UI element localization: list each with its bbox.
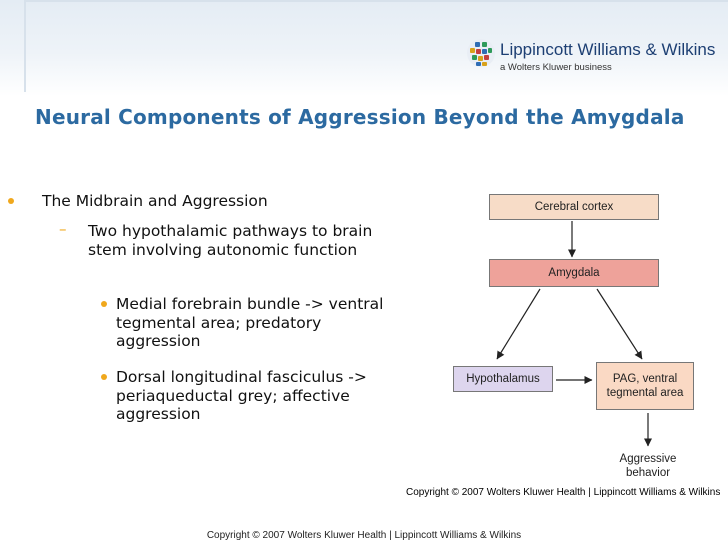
arrow-amygdala-to-hypothalamus xyxy=(496,288,541,360)
header-side-rule xyxy=(24,0,26,92)
arrow-amygdala-to-pag xyxy=(596,288,643,360)
pathway-diagram: Cerebral cortex Amygdala Hypothalamus PA… xyxy=(398,186,728,498)
hypothalamus-box: Hypothalamus xyxy=(453,366,553,392)
slide-title: Neural Components of Aggression Beyond t… xyxy=(35,105,685,129)
slide-footer: Copyright © 2007 Wolters Kluwer Health |… xyxy=(206,530,522,541)
aggressive-label-line1: Aggressive xyxy=(619,453,677,465)
header-rule xyxy=(24,0,728,2)
dash-bullet-icon: – xyxy=(59,220,67,238)
bullet-level1: The Midbrain and Aggression xyxy=(42,192,268,210)
bullet-level2: Two hypothalamic pathways to brain stem … xyxy=(88,222,373,259)
header-band xyxy=(0,0,728,96)
bullet-level3-item: Dorsal longitudinal fasciculus -> periaq… xyxy=(116,368,367,423)
pag-label-line2: tegmental area xyxy=(606,387,684,399)
amygdala-box: Amygdala xyxy=(489,259,659,287)
bullet-dot-icon xyxy=(101,374,107,380)
logo-mark-icon xyxy=(467,39,495,67)
diagram-arrows xyxy=(496,221,652,447)
cerebral-cortex-box: Cerebral cortex xyxy=(489,194,659,220)
aggressive-label-line2: behavior xyxy=(625,467,671,479)
bullet-dot-icon xyxy=(101,301,107,307)
bullet-level3-item: Medial forebrain bundle -> ventral tegme… xyxy=(116,295,384,350)
aggressive-behavior-label: Aggressive behavior xyxy=(606,452,690,480)
bullet-dot-icon xyxy=(8,198,14,204)
logo-name: Lippincott Williams & Wilkins xyxy=(500,40,716,59)
pag-box: PAG, ventral tegmental area xyxy=(596,362,694,410)
pag-label-line1: PAG, ventral xyxy=(612,373,678,385)
logo-subtitle: a Wolters Kluwer business xyxy=(500,62,612,73)
figure-copyright: Copyright © 2007 Wolters Kluwer Health |… xyxy=(406,487,721,498)
